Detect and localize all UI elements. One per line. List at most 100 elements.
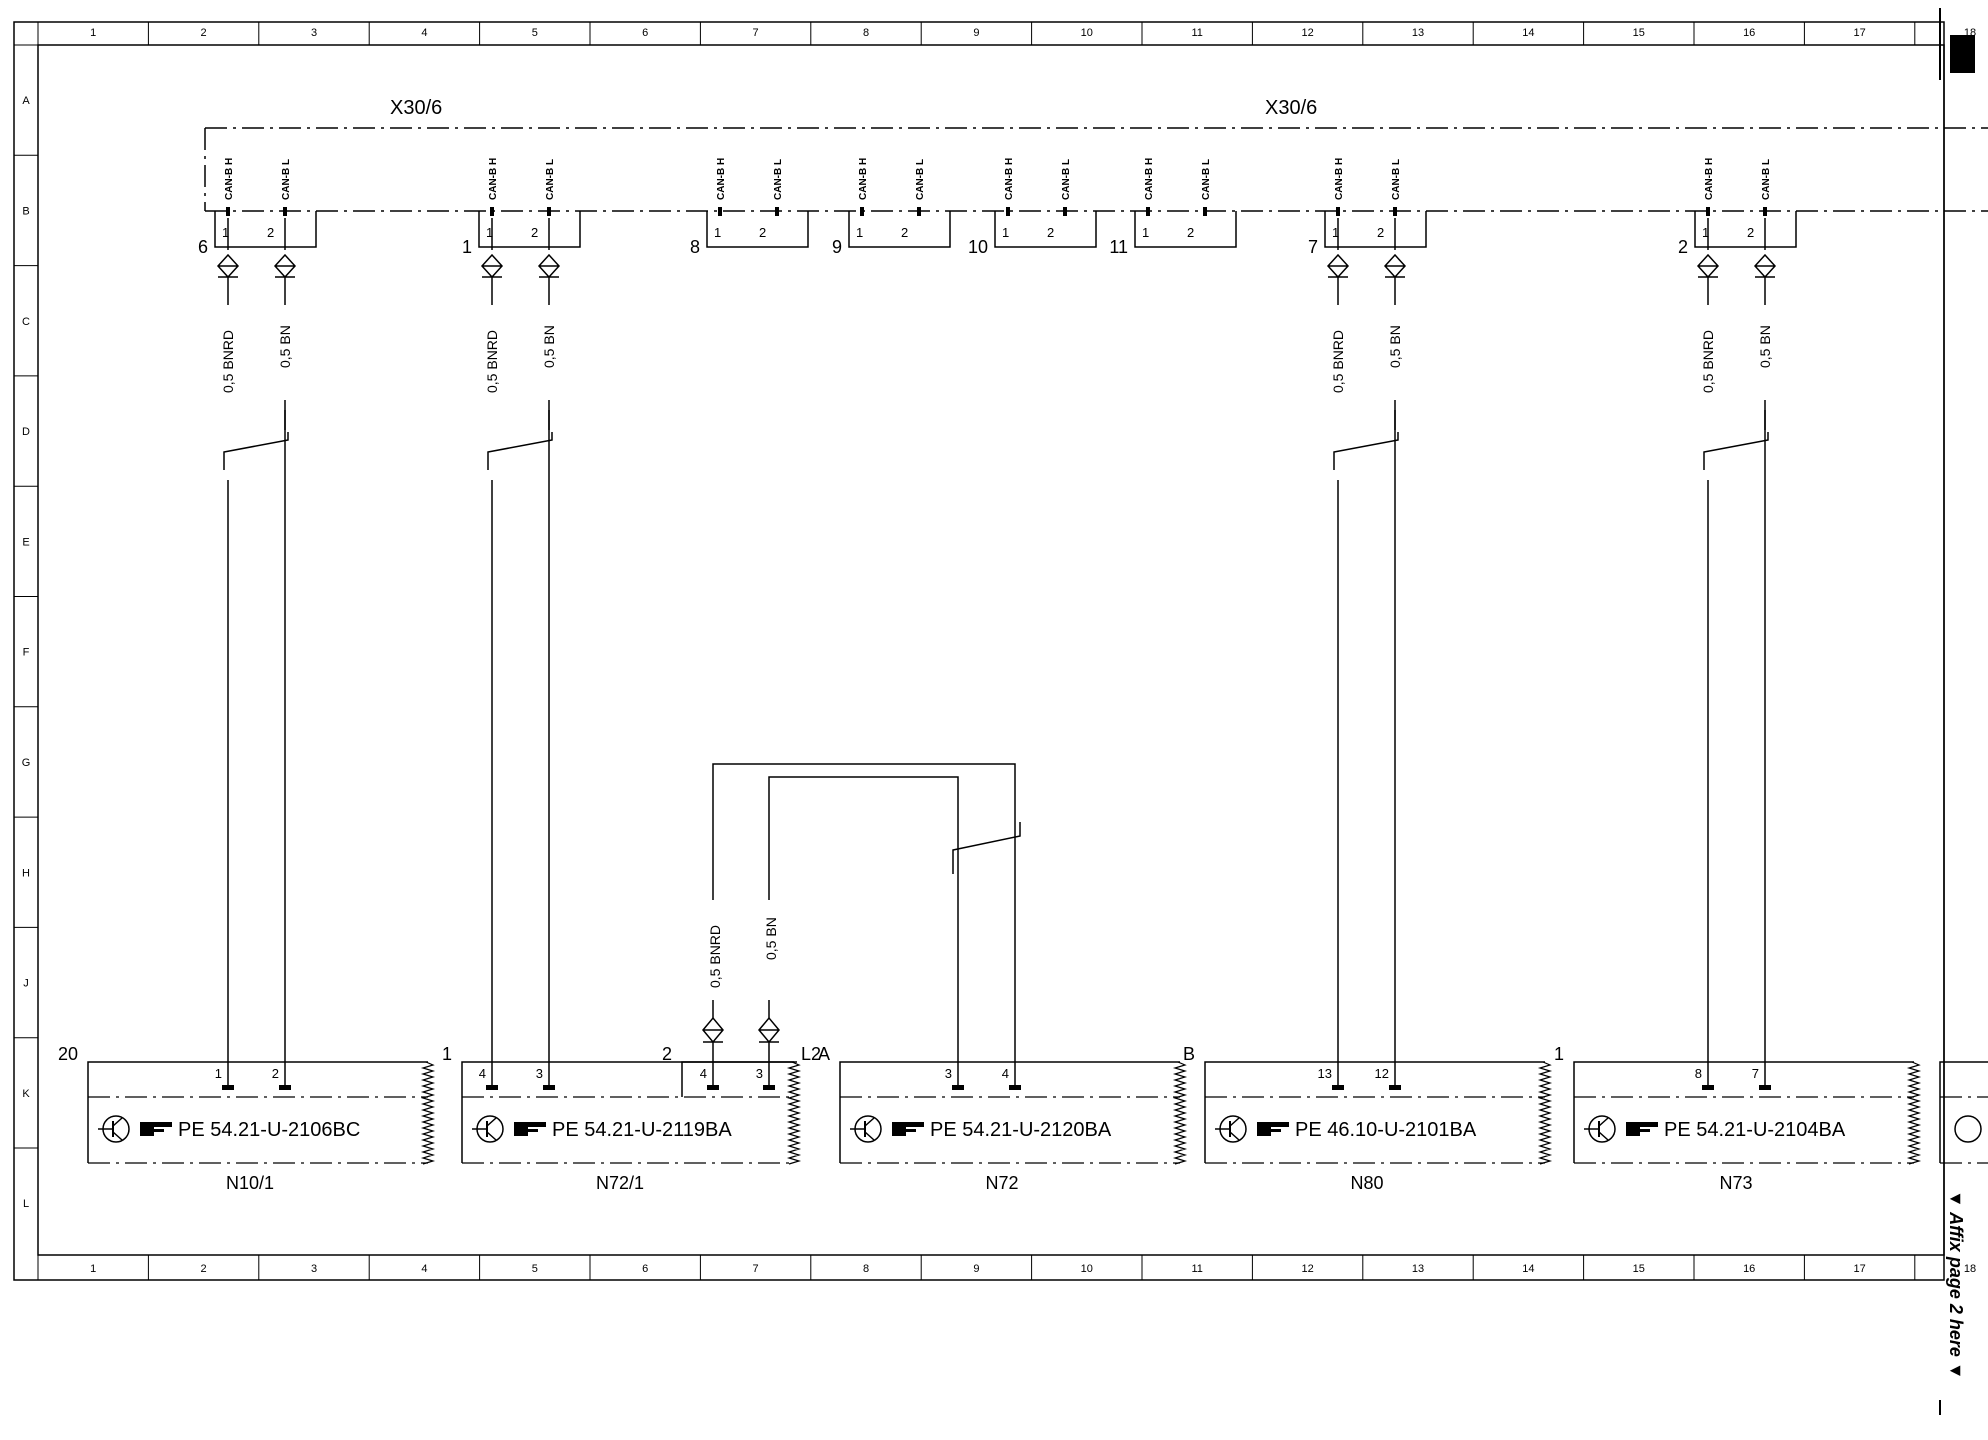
connector-pin: 2 bbox=[1047, 225, 1054, 240]
module-corner-label: A bbox=[818, 1044, 830, 1064]
module-pin: 3 bbox=[945, 1066, 952, 1081]
column-label: 14 bbox=[1522, 27, 1534, 39]
wire-color-label: 0,5 BN bbox=[277, 325, 293, 368]
module-pin: 8 bbox=[1695, 1066, 1702, 1081]
module-reference: PE 54.21-U-2104BA bbox=[1664, 1119, 1846, 1141]
connector-pin: 2 bbox=[1377, 225, 1384, 240]
connector-pin: 1 bbox=[1142, 225, 1149, 240]
row-label: L bbox=[23, 1198, 29, 1210]
module-name: N80 bbox=[1350, 1173, 1383, 1193]
row-label: E bbox=[22, 536, 29, 548]
column-label: 3 bbox=[311, 27, 317, 39]
column-label: 15 bbox=[1633, 27, 1645, 39]
connector-pin: 2 bbox=[1747, 225, 1754, 240]
pin-terminal bbox=[486, 1085, 498, 1090]
row-label: F bbox=[23, 647, 30, 659]
sub-connector-pin: 3 bbox=[756, 1066, 763, 1081]
splice-symbol bbox=[480, 253, 504, 279]
connector-pin: 1 bbox=[856, 225, 863, 240]
connector-pin: 2 bbox=[267, 225, 274, 240]
twisted-pair-symbol bbox=[487, 432, 553, 470]
splice-symbol bbox=[702, 1016, 724, 1044]
connector-pin: 1 bbox=[1002, 225, 1009, 240]
row-label: H bbox=[22, 867, 30, 879]
connector-pin: 1 bbox=[714, 225, 721, 240]
connector-id: 6 bbox=[198, 237, 208, 257]
splice-symbol bbox=[1326, 253, 1350, 279]
sub-connector-corner: 2 bbox=[662, 1044, 672, 1064]
inner-frame bbox=[37, 44, 1945, 1256]
wire-color-label: 0,5 BNRD bbox=[484, 330, 500, 393]
pin-terminal bbox=[1332, 1085, 1344, 1090]
pin-terminal bbox=[1389, 1085, 1401, 1090]
pointing-hand-icon bbox=[892, 1122, 924, 1136]
splice-symbol bbox=[273, 253, 297, 279]
affix-note: ▼ Affix page 2 here ▼ bbox=[1946, 1190, 1966, 1380]
can-label: CAN-B L bbox=[545, 159, 556, 200]
connector-pin: 2 bbox=[531, 225, 538, 240]
column-label: 7 bbox=[753, 27, 759, 39]
wire-color-label: 0,5 BN bbox=[541, 325, 557, 368]
splice-symbol bbox=[1383, 253, 1407, 279]
wire-color-label: 0,5 BNRD bbox=[1330, 330, 1346, 393]
connector-pin: 1 bbox=[222, 225, 229, 240]
can-label: CAN-B L bbox=[915, 159, 926, 200]
module-corner-label: 1 bbox=[1554, 1044, 1564, 1064]
row-label: A bbox=[22, 95, 30, 107]
transistor-icon bbox=[1584, 1115, 1616, 1143]
connector-6: 61 2 CAN-B H CAN-B L bbox=[198, 158, 317, 257]
can-label: CAN-B L bbox=[773, 159, 784, 200]
connector-id: 9 bbox=[832, 237, 842, 257]
column-label: 2 bbox=[201, 1263, 207, 1275]
pointing-hand-icon bbox=[1257, 1122, 1289, 1136]
pointing-hand-icon bbox=[514, 1122, 546, 1136]
column-label: 11 bbox=[1191, 1263, 1202, 1275]
can-label: CAN-B L bbox=[281, 159, 292, 200]
module-pin: 4 bbox=[479, 1066, 486, 1081]
splice-symbol bbox=[1753, 253, 1777, 279]
module-name: N10/1 bbox=[226, 1173, 274, 1193]
column-label: 5 bbox=[532, 1263, 538, 1275]
wire-color-label: 0,5 BNRD bbox=[1700, 330, 1716, 393]
transistor-icon bbox=[1215, 1115, 1247, 1143]
splice-symbol bbox=[1696, 253, 1720, 279]
sub-connector-tag: L2 bbox=[801, 1044, 821, 1064]
column-label: 9 bbox=[973, 27, 979, 39]
column-label: 3 bbox=[311, 1263, 317, 1275]
module-pin: 12 bbox=[1375, 1066, 1389, 1081]
pointing-hand-icon bbox=[1626, 1122, 1658, 1136]
column-label: 10 bbox=[1081, 27, 1093, 39]
pin-terminal bbox=[1759, 1085, 1771, 1090]
can-label: CAN-B H bbox=[224, 158, 235, 200]
module-corner-label: 20 bbox=[58, 1044, 78, 1064]
pin-terminal bbox=[952, 1085, 964, 1090]
can-label: CAN-B H bbox=[1334, 158, 1345, 200]
pin-terminal bbox=[1009, 1085, 1021, 1090]
column-label: 18 bbox=[1964, 1263, 1976, 1275]
row-label: C bbox=[22, 316, 30, 328]
column-label: 2 bbox=[201, 27, 207, 39]
column-label: 14 bbox=[1522, 1263, 1534, 1275]
connector-pin: 2 bbox=[1187, 225, 1194, 240]
row-label: D bbox=[22, 426, 30, 438]
transistor-icon bbox=[1954, 1115, 1982, 1143]
column-label: 6 bbox=[642, 1263, 648, 1275]
column-label: 5 bbox=[532, 27, 538, 39]
module-pin: 7 bbox=[1752, 1066, 1759, 1081]
wire-pair: 0,5 BNRD 0,5 BN bbox=[480, 218, 561, 1087]
connector-id: 2 bbox=[1678, 237, 1688, 257]
module-name: N72/1 bbox=[596, 1173, 644, 1193]
can-label: CAN-B H bbox=[1704, 158, 1715, 200]
column-label: 16 bbox=[1743, 27, 1755, 39]
pin-terminal bbox=[279, 1085, 291, 1090]
pin-terminal bbox=[543, 1085, 555, 1090]
